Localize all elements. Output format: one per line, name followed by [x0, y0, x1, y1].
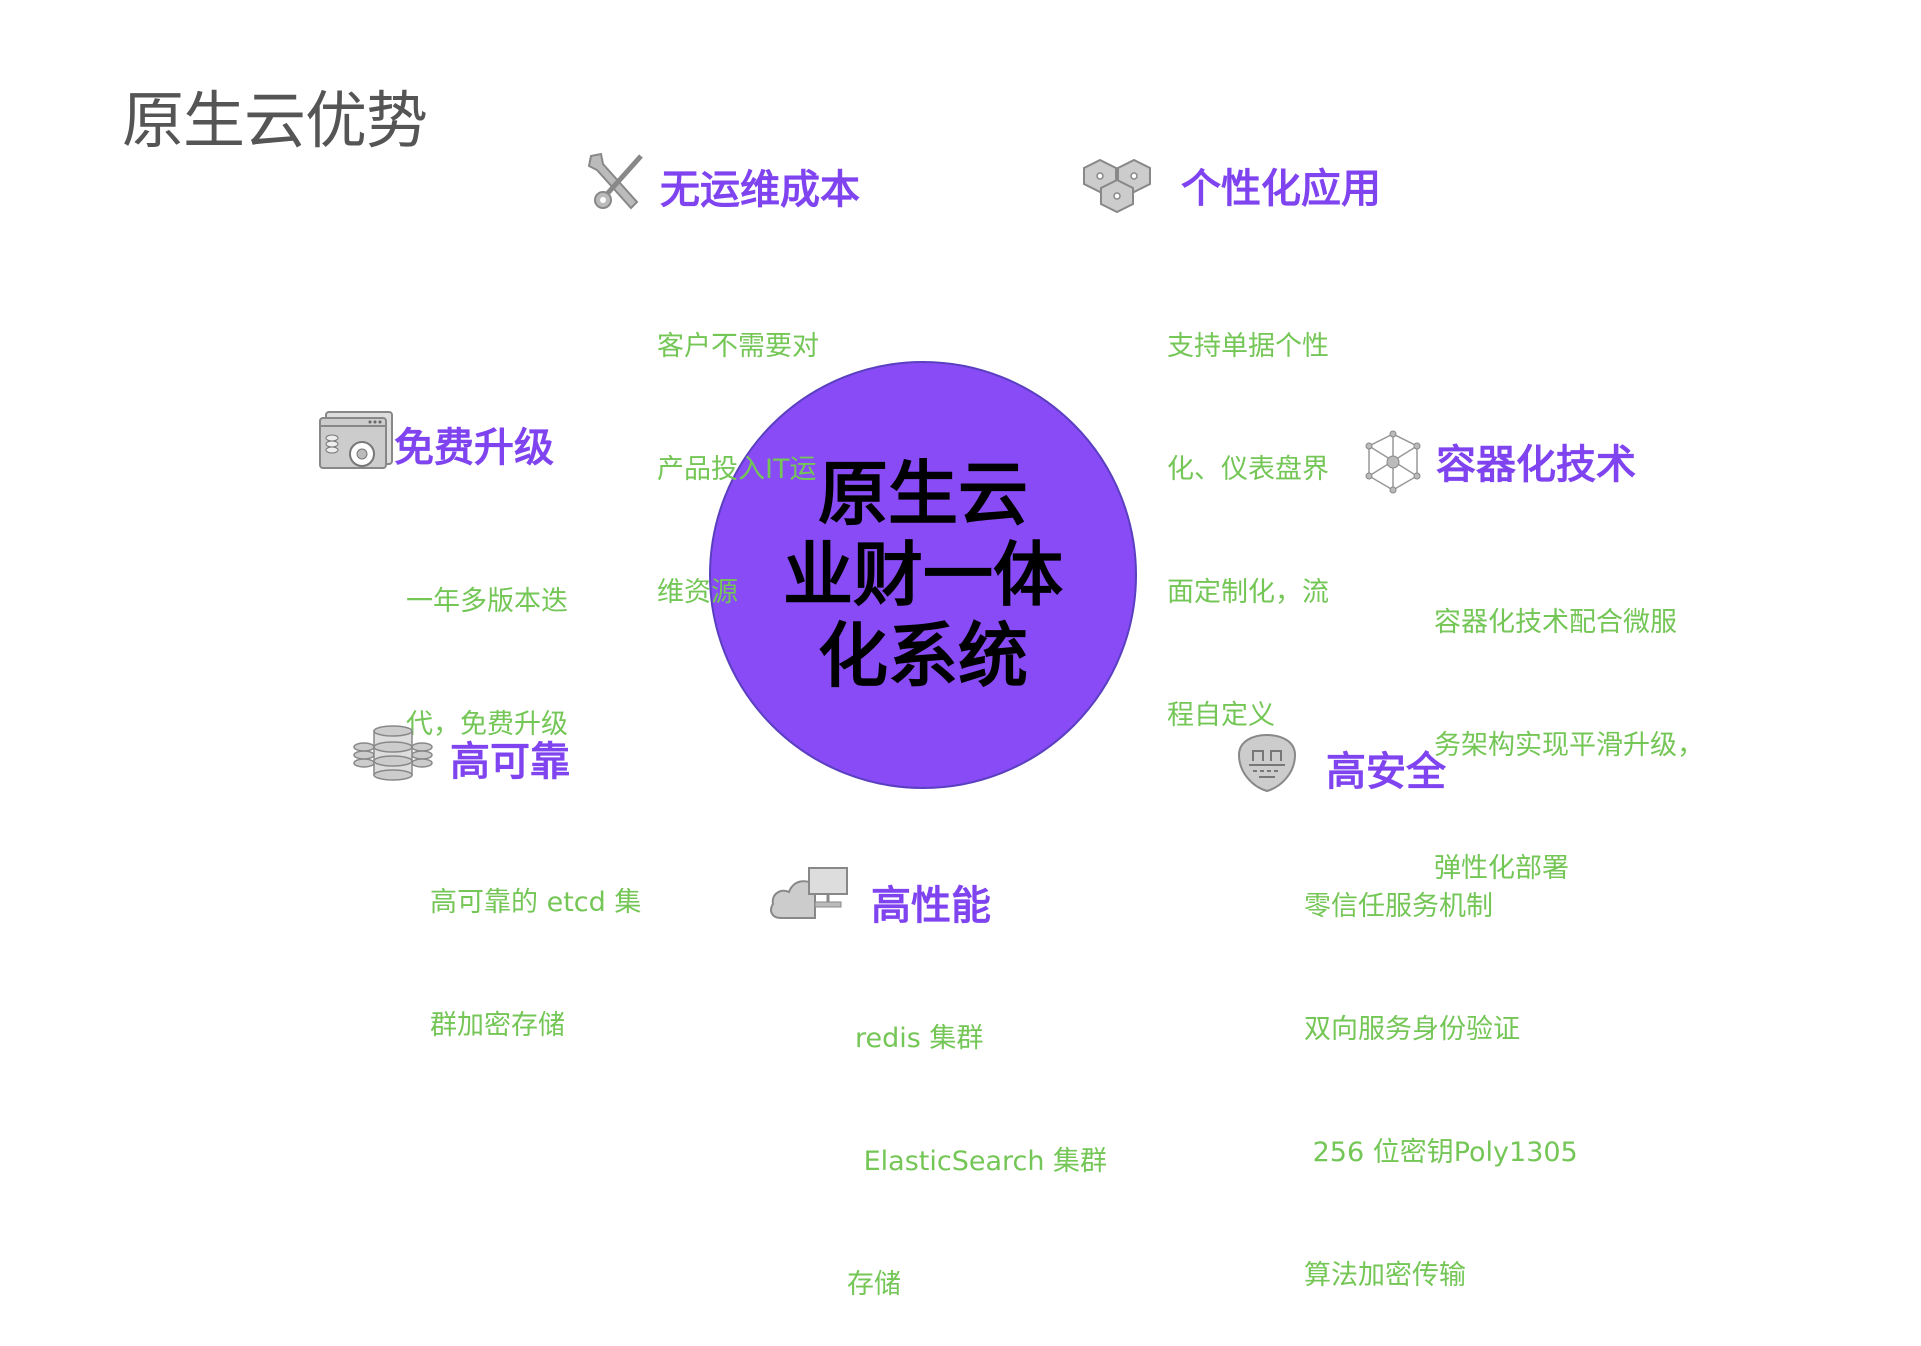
- hexagons-icon: [1083, 158, 1151, 214]
- feature-desc-secure: 零信任服务机制 双向服务身份验证 256 位密钥Poly1305 算法加密传输: [1304, 804, 1578, 1337]
- upgrade-window-icon: [319, 411, 393, 469]
- feature-title-secure: 高安全: [1326, 749, 1446, 795]
- page-title: 原生云优势: [122, 84, 428, 157]
- center-circle: 原生云 业财一体 化系统: [709, 361, 1137, 789]
- desc-line: 双向服务身份验证: [1304, 1014, 1520, 1045]
- database-stack-icon: [353, 725, 433, 781]
- desc-line: 一年多版本迭: [406, 586, 568, 617]
- feature-desc-upgrade: 一年多版本迭 代，免费升级: [406, 499, 568, 786]
- cloud-server-icon: [770, 867, 848, 919]
- network-cube-icon: [1365, 430, 1421, 494]
- feature-desc-reliable: 高可靠的 etcd 集 群加密存储: [430, 800, 641, 1087]
- feature-title-no-ops: 无运维成本: [660, 167, 860, 213]
- feature-desc-performance: redis 集群 ElasticSearch 集群 存储: [847, 936, 1108, 1346]
- desc-line: 算法加密传输: [1304, 1260, 1466, 1291]
- desc-line: 化、仪表盘界: [1167, 454, 1329, 485]
- desc-line: 256 位密钥Poly1305: [1304, 1137, 1578, 1168]
- desc-line: 零信任服务机制: [1304, 891, 1493, 922]
- feature-desc-no-ops: 客户不需要对 产品投入IT运 维资源: [657, 244, 819, 654]
- desc-line: 维资源: [657, 577, 738, 608]
- desc-line: redis 集群: [855, 1023, 984, 1054]
- desc-line: 产品投入IT运: [657, 454, 817, 485]
- desc-line: ElasticSearch 集群: [855, 1146, 1108, 1177]
- desc-line: 高可靠的 etcd 集: [430, 887, 642, 918]
- desc-line: 客户不需要对: [657, 331, 819, 362]
- feature-title-container: 容器化技术: [1436, 442, 1636, 488]
- desc-line: 弹性化部署: [1434, 853, 1569, 884]
- feature-title-performance: 高性能: [871, 883, 991, 929]
- feature-title-custom: 个性化应用: [1181, 166, 1381, 212]
- desc-line: 代，免费升级: [406, 709, 568, 740]
- center-line: 化系统: [818, 614, 1028, 697]
- feature-title-upgrade: 免费升级: [394, 425, 554, 471]
- feature-desc-custom: 支持单据个性 化、仪表盘界 面定制化，流 程自定义: [1167, 244, 1329, 777]
- shield-icon: [1237, 733, 1297, 793]
- desc-line: 程自定义: [1167, 700, 1275, 731]
- center-line: 原生云: [818, 452, 1028, 535]
- desc-line: 容器化技术配合微服: [1434, 607, 1677, 638]
- desc-line: 支持单据个性: [1167, 331, 1329, 362]
- desc-line: 存储: [847, 1269, 901, 1300]
- desc-line: 面定制化，流: [1167, 577, 1329, 608]
- feature-title-reliable: 高可靠: [450, 739, 570, 785]
- feature-desc-container: 容器化技术配合微服 务架构实现平滑升级， 弹性化部署: [1434, 520, 1704, 930]
- desc-line: 务架构实现平滑升级，: [1434, 730, 1704, 761]
- desc-line: 群加密存储: [430, 1010, 565, 1041]
- center-line: 业财一体: [783, 533, 1063, 616]
- tools-icon: [587, 152, 643, 210]
